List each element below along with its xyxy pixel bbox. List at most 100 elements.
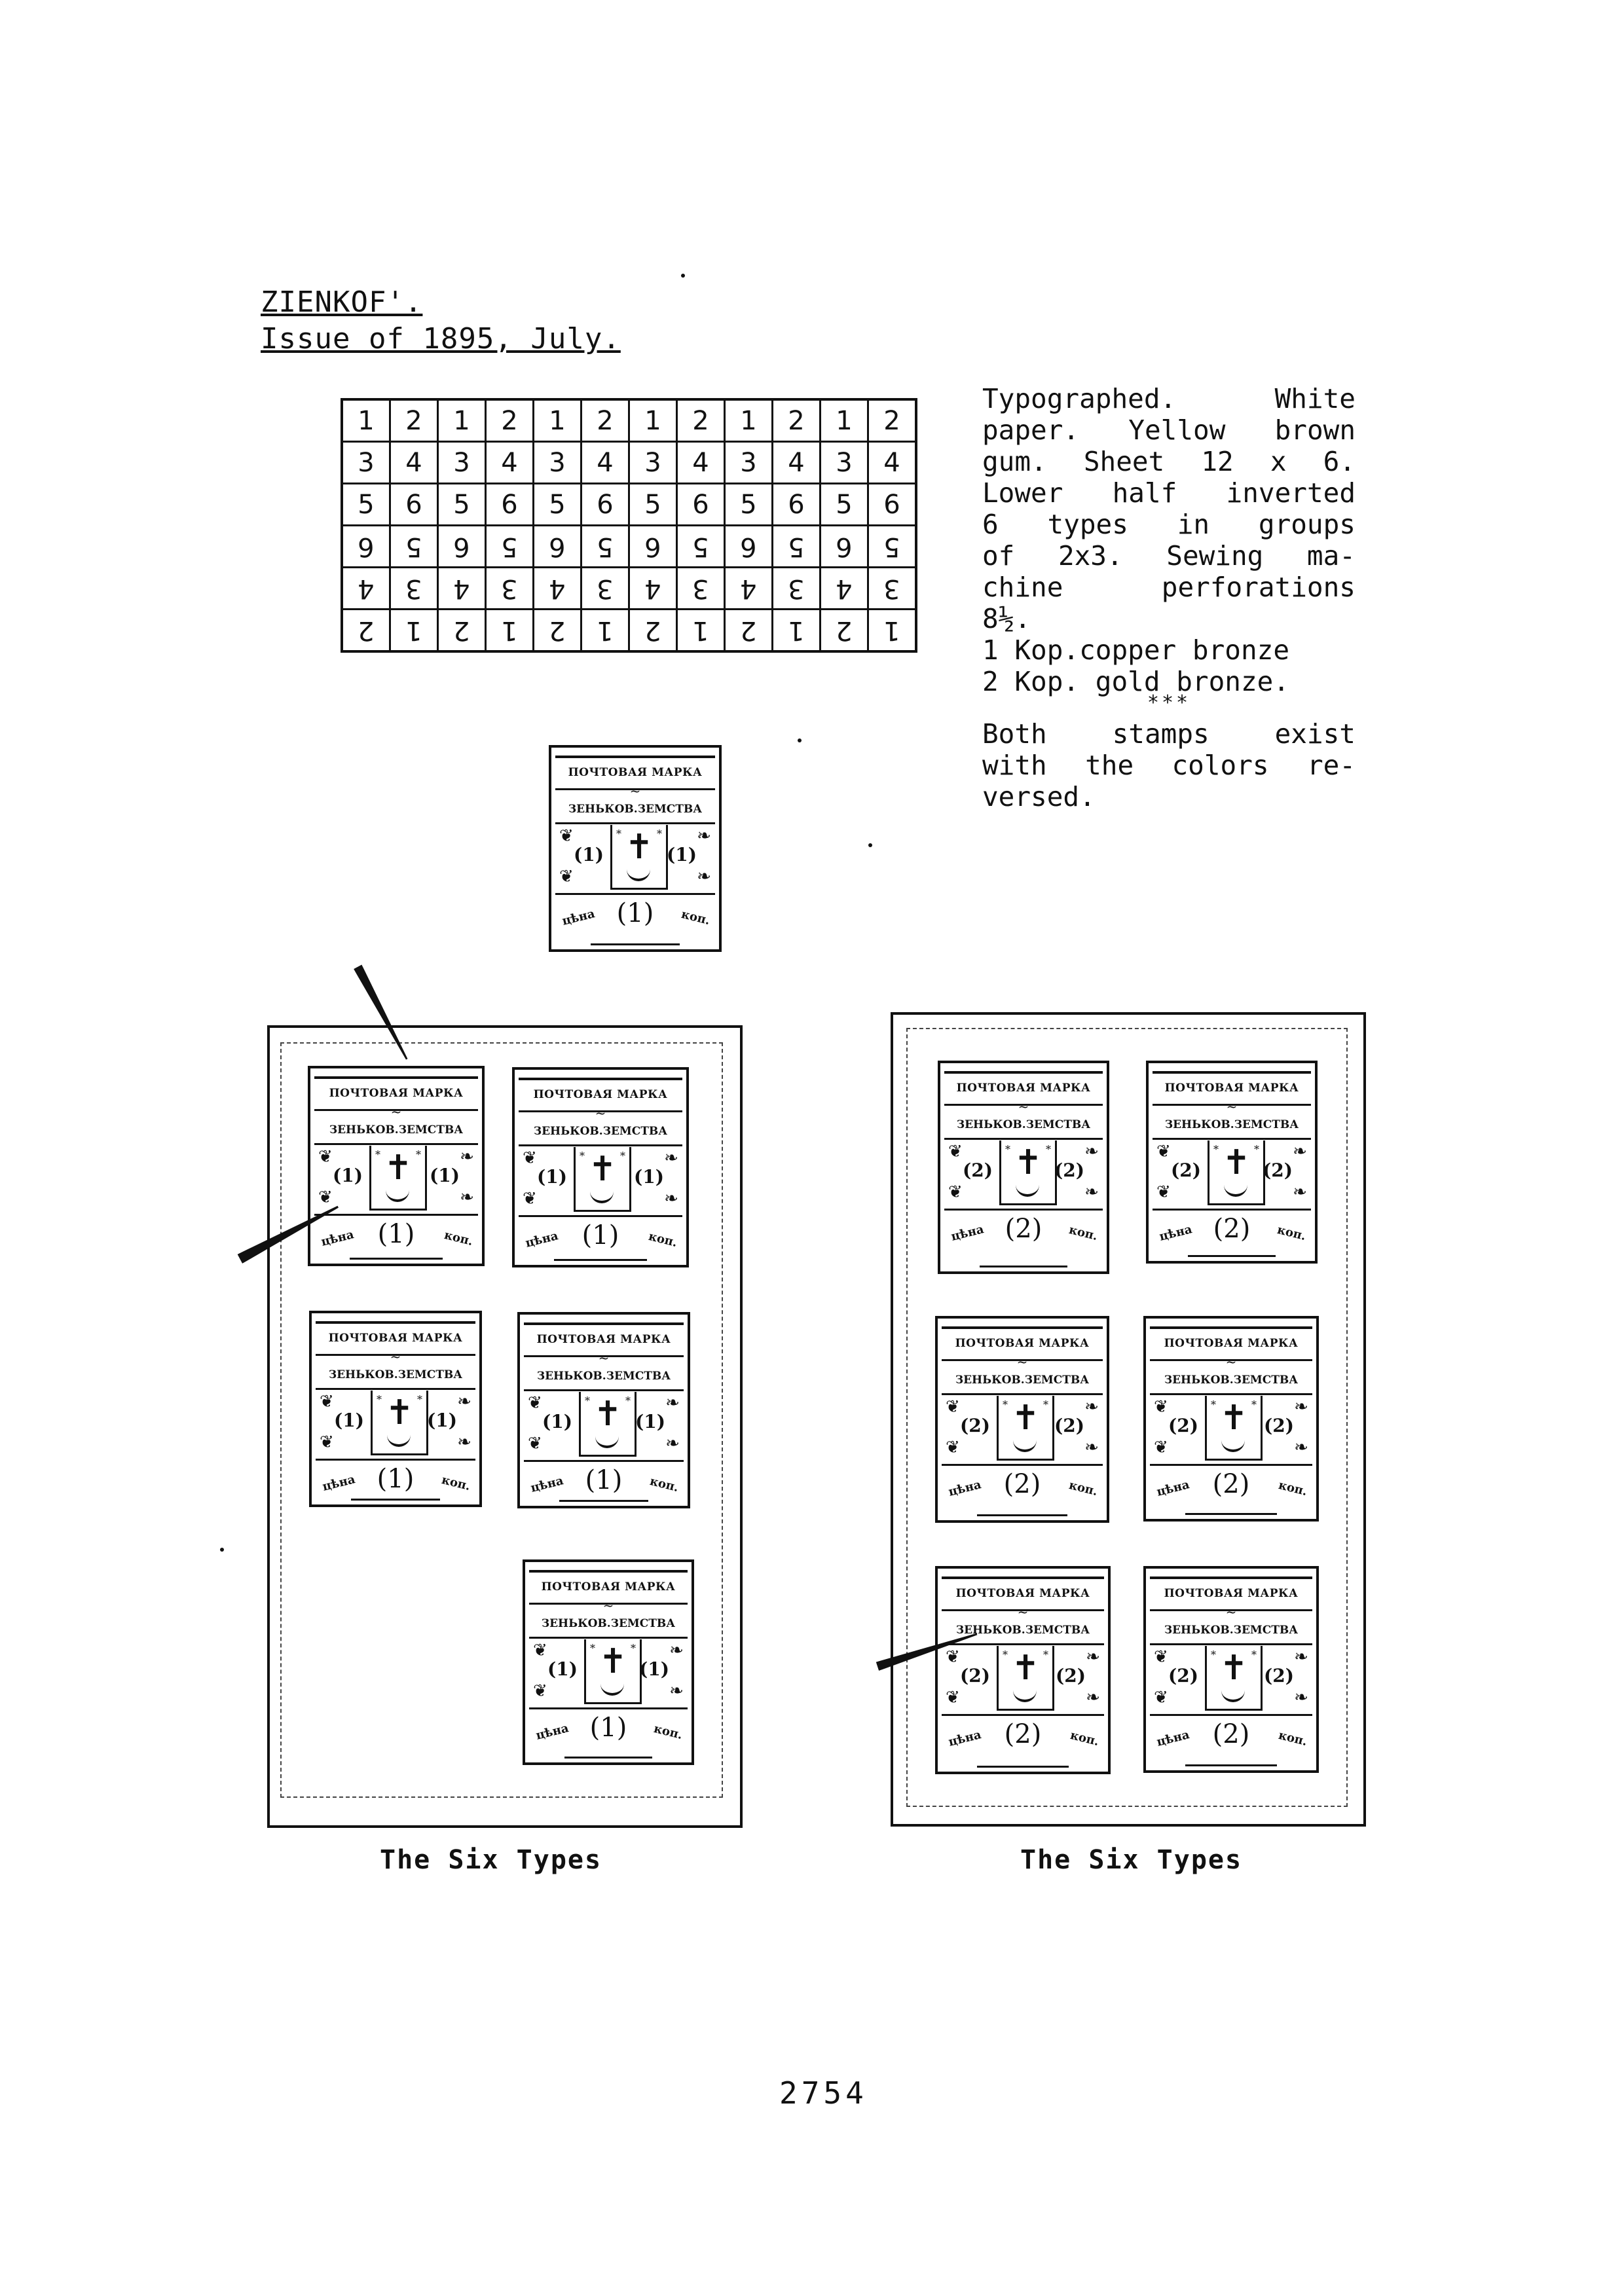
stamp-denomination: (1) [589,1713,627,1743]
stamp-base-line [559,1500,648,1502]
sheet-cell: 5 [580,524,630,568]
star-icon: * [1003,1398,1008,1411]
sheet-cell-number: 6 [883,489,900,520]
sheet-cell-number: 3 [358,447,375,478]
sheet-cell: 4 [724,566,773,610]
cross-icon: ✝ [625,828,654,867]
sheet-cell-number: 3 [788,573,805,604]
sheet-cell-number: 3 [597,573,614,604]
sheet-cell-number: 5 [644,489,661,520]
sheet-cell: 6 [341,524,391,568]
stamp: ПОЧТОВАЯ МАРКА~ЗЕНЬКОВ.ЗЕМСТВА✝**(2)(2)❦… [935,1316,1109,1523]
crescent-icon [590,1189,614,1203]
description-line: 6 types in groups [982,509,1356,540]
sheet-cell: 1 [771,608,821,653]
star-icon: * [1251,1398,1257,1411]
coat-of-arms-shield: ✝** [610,825,668,890]
stamp-denomination: (2) [1212,1719,1250,1749]
coat-of-arms-shield: ✝** [574,1147,631,1212]
scroll-ornament-icon: ❧ [460,1188,474,1207]
sheet-cell: 5 [676,524,726,568]
sheet-cell-number: 4 [405,447,422,478]
ornament-tilde: ~ [1017,1604,1029,1620]
stamp-denomination: (1) [581,1220,619,1250]
description-block: Typographed. White paper. Yellow brown g… [982,383,1356,812]
sheet-cell: 6 [724,524,773,568]
sheet-cell: 2 [532,608,582,653]
sheet-cell: 6 [389,483,439,526]
scroll-ornament-icon: ❦ [948,1182,963,1202]
stamp-base-line [977,1766,1069,1768]
stamp-middle-inscription: ЗЕНЬКОВ.ЗЕМСТВА [524,1363,684,1391]
stamp-denomination: (1) [585,1465,623,1495]
stamp-base-line [980,1266,1067,1267]
issue-subtitle: Issue of 1895, July. [261,322,621,355]
stamp-base-line [554,1259,647,1261]
star-icon: * [580,1150,585,1162]
scroll-ornament-icon: ❧ [457,1432,471,1452]
star-icon: * [1254,1143,1259,1156]
small-value-right: (1) [667,844,697,866]
star-icon: * [1046,1143,1051,1156]
crescent-icon [595,1434,619,1448]
scroll-ornament-icon: ❦ [523,1189,537,1209]
sheet-cell: 1 [437,398,487,443]
small-value-right: (1) [427,1410,457,1431]
sheet-cell-number: 4 [644,573,661,604]
sheet-cell: 2 [485,398,534,443]
sheet-cell: 1 [580,608,630,653]
star-icon: * [1251,1649,1257,1661]
star-icon: * [616,828,621,840]
stamp-denomination: (2) [1003,1469,1041,1499]
sheet-cell-number: 3 [453,447,470,478]
scroll-ornament-icon: ❦ [1156,1142,1171,1161]
small-value-left: (2) [1168,1415,1198,1436]
sheet-cell-number: 2 [597,405,614,436]
sheet-cell-number: 1 [883,615,900,646]
sheet-cell: 1 [819,398,869,443]
cross-icon: ✝ [1011,1398,1040,1438]
scroll-ornament-icon: ❧ [1293,1142,1307,1161]
sheet-cell: 2 [580,398,630,443]
sheet-cell: 5 [628,483,678,526]
crescent-icon [387,1432,411,1447]
sheet-cell: 4 [341,566,391,610]
scroll-ornament-icon: ❦ [946,1647,960,1667]
ornament-tilde: ~ [1225,1604,1237,1620]
scroll-ornament-icon: ❧ [1294,1688,1308,1707]
sheet-cell-number: 2 [883,405,900,436]
small-value-right: (1) [430,1165,460,1186]
stamp-top-inscription: ПОЧТОВАЯ МАРКА [1150,1326,1312,1361]
sheet-cell-number: 4 [883,447,900,478]
sheet-cell: 6 [437,524,487,568]
sheet-cell-number: 3 [549,447,566,478]
stamp: ПОЧТОВАЯ МАРКА~ЗЕНЬКОВ.ЗЕМСТВА✝**(2)(2)❦… [1143,1566,1319,1773]
scroll-ornament-icon: ❧ [1084,1142,1099,1161]
stamp-middle-inscription: ЗЕНЬКОВ.ЗЕМСТВА [316,1362,475,1390]
sheet-cell-number: 5 [549,489,566,520]
scan-speck [681,274,685,278]
star-icon: * [375,1148,380,1161]
cross-icon: ✝ [1222,1143,1251,1182]
sheet-cell: 6 [676,483,726,526]
sheet-cell-number: 2 [405,405,422,436]
left-caption: The Six Types [380,1845,602,1875]
sheet-cell-number: 3 [740,447,757,478]
star-icon: * [657,828,662,840]
scroll-ornament-icon: ❦ [559,867,574,886]
ornament-tilde: ~ [629,783,641,799]
stamp-denomination: (1) [377,1219,415,1249]
description-line: Lower half inverted [982,477,1356,509]
scroll-ornament-icon: ❧ [664,1189,678,1209]
right-block-border [906,1028,1348,1807]
small-value-right: (1) [639,1658,669,1680]
sheet-cell: 3 [485,566,534,610]
sheet-cell-number: 2 [549,615,566,646]
stamp-top-inscription: ПОЧТОВАЯ МАРКА [1153,1071,1311,1106]
scroll-ornament-icon: ❦ [1154,1397,1168,1417]
